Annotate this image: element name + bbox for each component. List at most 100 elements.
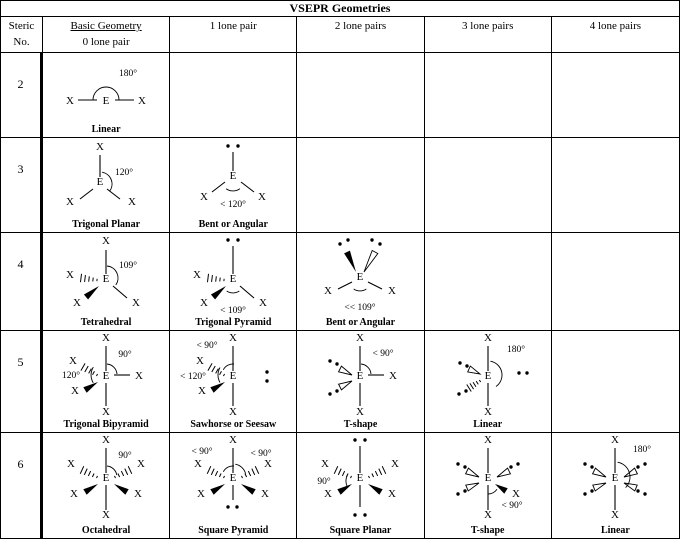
angle-arc — [361, 363, 372, 375]
angle-label: < 90° — [197, 340, 218, 351]
atom-label: E — [357, 370, 364, 382]
hash-bond-tick — [342, 470, 346, 477]
hash-bond-tick — [207, 273, 210, 283]
hash-bond-tick — [88, 368, 92, 374]
lone-pair-dot — [583, 492, 588, 496]
geometry-caption: Linear — [473, 419, 503, 430]
lone-pair-dot — [236, 144, 240, 148]
angle-arc — [226, 290, 240, 294]
atom-label: X — [137, 458, 145, 470]
hash-bond-tick — [375, 470, 379, 477]
hash-bond-tick — [127, 465, 133, 475]
hash-bond-tick — [255, 465, 260, 475]
atom-label: X — [259, 297, 267, 309]
empty-cell — [551, 53, 679, 138]
atom-label: X — [69, 355, 77, 367]
empty-cell — [424, 233, 552, 331]
atom-label: E — [612, 472, 619, 484]
hash-bond-tick — [219, 473, 222, 478]
atom-label: E — [357, 271, 364, 283]
hash-bond-tick — [478, 379, 481, 383]
wedge-bond — [210, 382, 226, 393]
angle-label: 90° — [118, 349, 132, 360]
lone-pair-dot — [378, 242, 383, 246]
atom-label: E — [97, 176, 104, 188]
atom-label: X — [198, 385, 206, 397]
angle-label: 180° — [119, 68, 137, 79]
atom-label: X — [70, 488, 78, 500]
angle-arc — [489, 360, 503, 387]
lone-pair-dot — [338, 242, 343, 246]
atom-label: X — [484, 509, 492, 520]
hash-bond-tick — [211, 365, 216, 373]
atom-label: X — [357, 332, 365, 344]
angle-label: << 109° — [345, 302, 376, 313]
empty-cell — [551, 331, 679, 433]
atom-label: X — [66, 269, 74, 281]
lone-pair-dot — [335, 389, 340, 393]
geometry-caption: Trigonal Planar — [72, 219, 141, 230]
hash-bond-tick — [114, 475, 117, 479]
geometry-caption: Octahedral — [81, 525, 131, 536]
atom-label: X — [128, 196, 136, 208]
steric-value: 5 — [17, 355, 24, 369]
lone-pair-dot — [346, 238, 351, 242]
angle-label: < 90° — [251, 448, 272, 459]
atom-label: E — [230, 370, 237, 382]
lone-pair-dot — [457, 361, 462, 365]
lone-pair-dot — [508, 465, 513, 469]
atom-label: X — [389, 488, 397, 500]
angle-arc — [107, 363, 118, 375]
atom-label: X — [261, 488, 269, 500]
wedge-bond — [114, 484, 129, 495]
atom-label: E — [103, 370, 110, 382]
angle-label: 120° — [115, 167, 133, 178]
empty-cell — [297, 53, 425, 138]
atom-label: X — [71, 385, 79, 397]
atom-label: X — [390, 370, 398, 382]
header-4-lone-pairs: 4 lone pairs — [551, 17, 679, 53]
atom-label: X — [200, 191, 208, 203]
lone-pair-dot — [515, 462, 520, 466]
hash-bond-tick — [334, 465, 339, 475]
hash-bond-tick — [475, 380, 479, 385]
geometry-caption: Bent or Angular — [198, 219, 268, 230]
hash-bond-tick — [117, 473, 121, 478]
header-0-lone-pair: 0 lone pair — [82, 36, 130, 48]
atom-label: X — [134, 488, 142, 500]
atom-label: X — [392, 458, 400, 470]
atom-label: X — [194, 458, 202, 470]
atom-label: X — [67, 458, 75, 470]
hash-bond-tick — [84, 275, 87, 282]
geometry-caption: Linear — [91, 124, 121, 135]
lone-pair-dot — [590, 489, 595, 493]
lone-pair-dot — [462, 489, 467, 493]
angle-label: < 109° — [220, 305, 246, 314]
outline-wedge-bond — [624, 467, 639, 478]
hash-bond-tick — [124, 468, 129, 476]
lone-pair-dot — [235, 505, 239, 509]
atom-label: X — [102, 235, 110, 247]
atom-label: X — [73, 297, 81, 309]
atom-label: X — [200, 297, 208, 309]
wedge-bond — [83, 484, 99, 495]
lone-pair-dot — [455, 492, 460, 496]
angle-arc — [617, 461, 631, 488]
lone-pair-dot — [464, 364, 469, 368]
angle-arc — [346, 474, 349, 488]
